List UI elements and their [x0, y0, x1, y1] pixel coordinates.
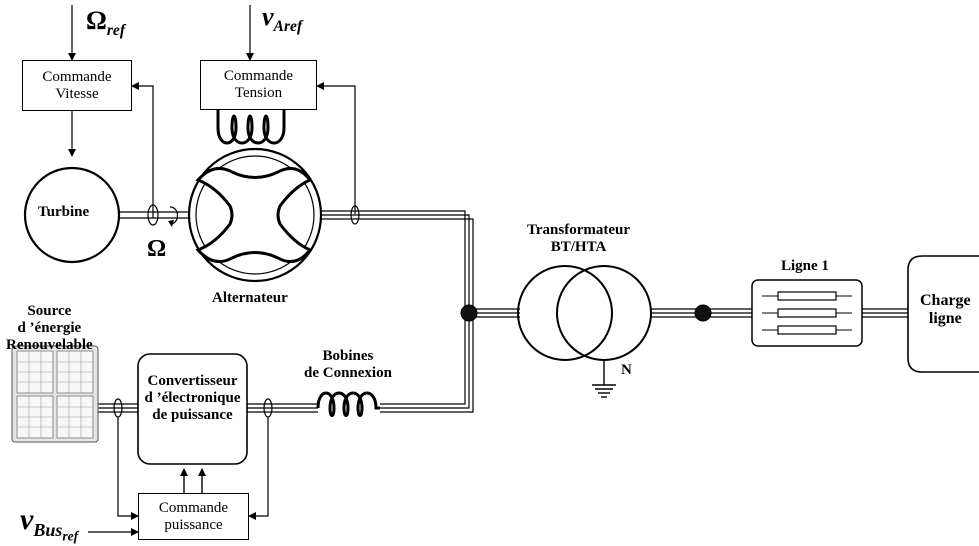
solar-panel: [11, 345, 99, 443]
turbine-circle: [23, 166, 121, 264]
neutral-label: N: [621, 362, 632, 378]
ground-symbol: [592, 384, 616, 398]
transformateur-label: Transformateur BT/HTA: [527, 222, 631, 255]
speed-feedback-line: [131, 82, 154, 218]
v-aref-symbol: vAref: [262, 2, 303, 36]
excitation-coil: [216, 110, 286, 145]
ligne-1-label: Ligne 1: [781, 258, 829, 274]
alternator-output-bus: [321, 210, 474, 311]
charge-ligne-label: Charge ligne: [920, 292, 971, 327]
convertisseur-label: Convertisseur d ’électronique de puissan…: [144, 373, 241, 423]
v-bus-ref-symbol: vBusref: [20, 503, 79, 544]
alternator-rotor: [195, 166, 313, 264]
turbine-label: Turbine: [38, 204, 90, 220]
source-label: Source d ’énergie Renouvelable: [6, 303, 93, 353]
charge-ligne-block: [907, 255, 979, 373]
tension-feedback-line: [316, 82, 356, 214]
ac-feedback-line: [248, 417, 269, 520]
dc-feedback-line: [117, 417, 139, 520]
convertisseur-block: [137, 353, 248, 465]
bus-junction-node: [460, 304, 478, 322]
transformer-secondary: [556, 265, 652, 361]
commande-tension-box: Commande Tension: [200, 60, 317, 110]
commande-puissance-box: Commande puissance: [138, 493, 249, 540]
omega-label: Ω: [147, 236, 167, 262]
alternateur-label: Alternateur: [212, 290, 288, 306]
connection-coil: [316, 391, 380, 417]
omega-ref-symbol: Ωref: [86, 6, 126, 40]
transformer-primary: [517, 265, 613, 361]
commande-vitesse-box: Commande Vitesse: [22, 60, 132, 111]
bobines-label: Bobines de Connexion: [304, 348, 392, 381]
